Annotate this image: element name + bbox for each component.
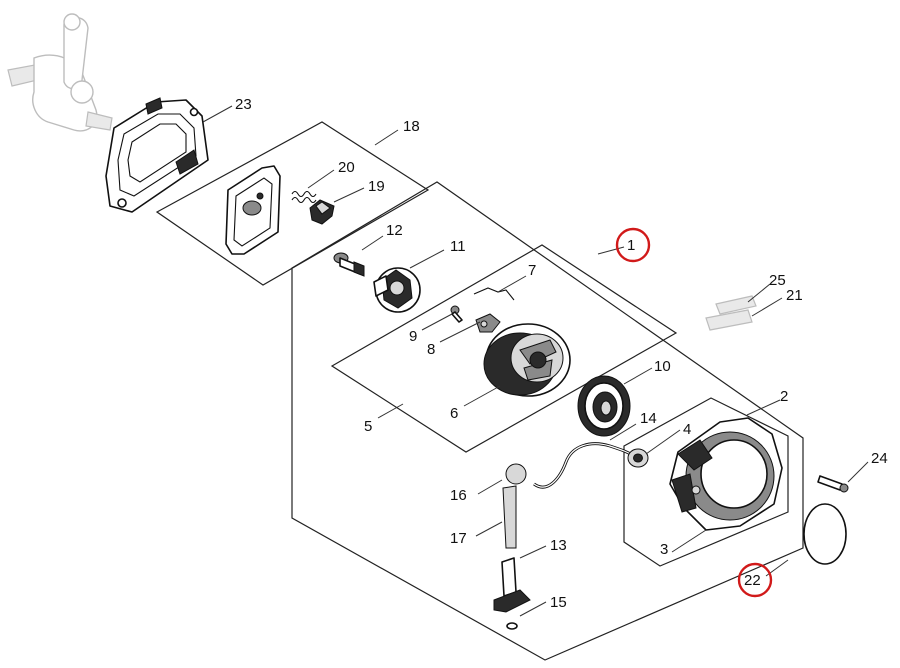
callout-9: 9 (409, 328, 417, 345)
group-frame-18 (155, 121, 430, 286)
part-17-tube (502, 485, 517, 549)
callout-14: 14 (640, 410, 657, 427)
part-9-screw (450, 305, 463, 323)
callout-7: 7 (528, 262, 536, 279)
part-4-bushing (627, 448, 649, 468)
callout-24: 24 (871, 450, 888, 467)
part-13-grip (493, 557, 531, 613)
part-6-reel (483, 323, 571, 397)
part-24-screw (817, 475, 849, 493)
part-14-rope (533, 442, 635, 489)
part-23-crankcase-cover (105, 97, 209, 213)
highlight-circle-22 (737, 562, 773, 598)
part-25-label (715, 295, 757, 315)
part-19-pawl (309, 199, 335, 225)
part-18-starter-base (225, 165, 281, 255)
highlight-circle-1 (615, 227, 651, 263)
group-frame-5 (330, 244, 678, 453)
leader-lines (202, 105, 869, 617)
callout-5: 5 (364, 418, 372, 435)
callout-20: 20 (338, 159, 355, 176)
callout-4: 4 (683, 421, 691, 438)
callout-15: 15 (550, 594, 567, 611)
callout-1: 1 (627, 237, 635, 254)
part-16-ball (505, 463, 527, 485)
callout-17: 17 (450, 530, 467, 547)
callout-10: 10 (654, 358, 671, 375)
part-8-pawl (475, 313, 501, 333)
assembly-frame-1 (291, 181, 804, 661)
part-22-gasket (803, 503, 847, 565)
part-7-spring-clip (473, 287, 515, 301)
callout-8: 8 (427, 341, 435, 358)
crankshaft-part (7, 13, 113, 132)
group-frame-2 (623, 397, 789, 567)
part-15-ring (506, 622, 518, 630)
callout-3: 3 (660, 541, 668, 558)
callout-21: 21 (786, 287, 803, 304)
callout-labels: 1 2 3 4 5 6 7 8 9 10 11 12 13 14 15 16 1… (235, 96, 888, 611)
callout-23: 23 (235, 96, 252, 113)
part-10-coil-spring (577, 375, 631, 437)
callout-12: 12 (386, 222, 403, 239)
callout-18: 18 (403, 118, 420, 135)
part-21-label (705, 309, 753, 331)
callout-11: 11 (450, 238, 466, 255)
callout-22: 22 (744, 572, 761, 589)
part-14-rope-inner (533, 443, 635, 488)
part-12-bolt (333, 252, 365, 277)
part-20-spring (291, 190, 317, 204)
callout-6: 6 (450, 405, 458, 422)
callout-16: 16 (450, 487, 467, 504)
callout-2: 2 (780, 388, 788, 405)
part-11-pulley (373, 267, 421, 313)
callout-25: 25 (769, 272, 786, 289)
callout-13: 13 (550, 537, 567, 554)
callout-19: 19 (368, 178, 385, 195)
part-2-starter-housing (669, 417, 783, 531)
